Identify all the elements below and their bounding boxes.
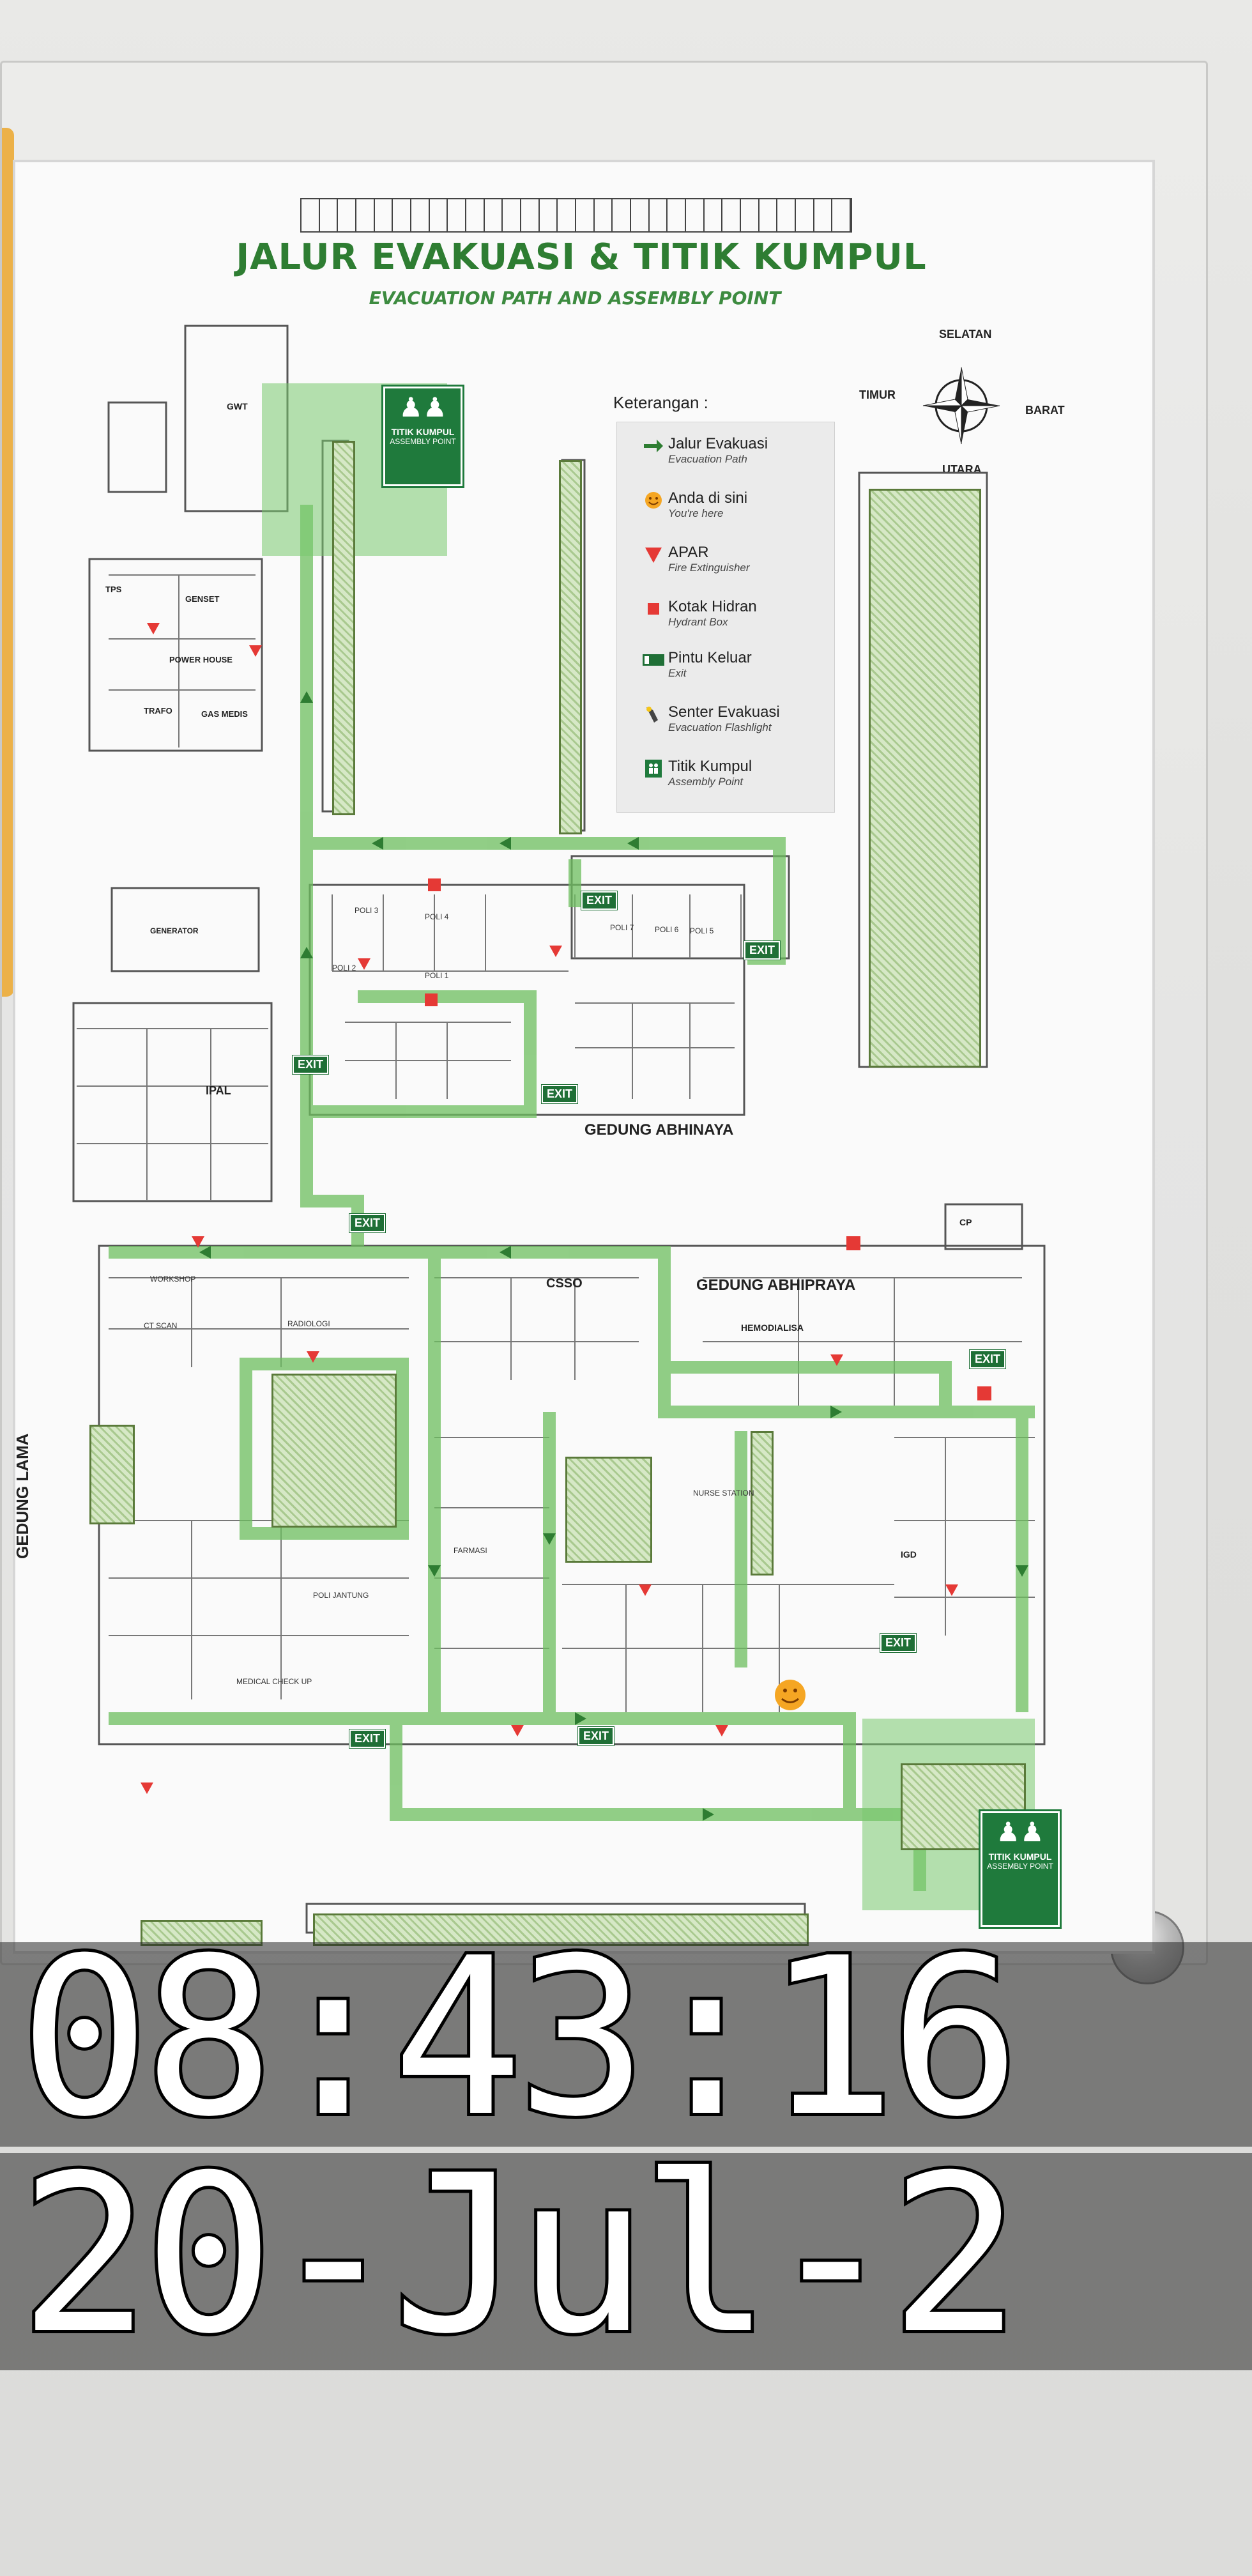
legend-item-apar: APAR Fire Extinguisher [645, 544, 853, 574]
exit-sign: EXIT [879, 1633, 917, 1653]
compass-rose-icon [922, 367, 1000, 445]
label-trafo: TRAFO [144, 706, 172, 716]
legend-item-you-are-here: Anda di sini You're here [645, 489, 853, 520]
red-triangle-icon [645, 548, 662, 563]
exit-sign: EXIT [291, 1055, 330, 1075]
label-genset: GENSET [185, 594, 220, 604]
legend-panel: Jalur Evakuasi Evacuation Path Anda di s… [616, 422, 835, 813]
timestamp-date: 20-Jul-2 [16, 2129, 1024, 2382]
assembly-people-icon: ♟♟ [399, 392, 447, 422]
assembly-point-icon [645, 760, 662, 778]
smiley-icon [645, 492, 662, 509]
room-label: POLI 3 [355, 906, 379, 915]
label-tps: TPS [105, 585, 122, 594]
room-label: POLI 2 [332, 963, 356, 972]
legend-item-flashlight: Senter Evakuasi Evacuation Flashlight [646, 703, 853, 734]
you-are-here-marker [775, 1680, 805, 1710]
room-label: POLI JANTUNG [313, 1591, 369, 1600]
timestamp-band-date [0, 2153, 1252, 2370]
label-power-house: POWER HOUSE [169, 655, 233, 664]
timestamp-band-time [0, 1942, 1252, 2147]
poster-title: JALUR EVAKUASI & TITIK KUMPUL [236, 236, 927, 278]
timestamp-time: 08:43:16 [16, 1912, 1024, 2165]
room-label: POLI 1 [425, 971, 449, 980]
room-label: CT SCAN [144, 1321, 178, 1330]
exit-sign-icon [643, 654, 664, 666]
courtyard-4 [89, 1425, 135, 1524]
label-cp: CP [959, 1217, 972, 1227]
garden-strip-3 [869, 489, 981, 1068]
exit-sign: EXIT [348, 1729, 386, 1749]
compass-east-label: TIMUR [859, 388, 896, 401]
label-gas-medis: GAS MEDIS [201, 709, 248, 719]
room-label: POLI 4 [425, 912, 449, 921]
room-label: POLI 5 [690, 926, 714, 935]
assembly-point-sign-south: ♟♟ TITIK KUMPUL ASSEMBLY POINT [979, 1809, 1062, 1929]
assembly-people-icon: ♟♟ [996, 1817, 1044, 1847]
label-igd: IGD [901, 1549, 917, 1560]
legend-item-hydrant: Kotak Hidran Hydrant Box [648, 598, 853, 629]
room-label: POLI 6 [655, 925, 679, 934]
exit-sign: EXIT [577, 1726, 615, 1746]
courtyard-3 [751, 1431, 774, 1575]
exit-sign: EXIT [743, 940, 781, 960]
courtyard-1 [271, 1374, 397, 1528]
room-label: POLI 7 [610, 923, 634, 932]
compass-south-label: SELATAN [939, 328, 992, 341]
assembly-point-sign-north: ♟♟ TITIK KUMPUL ASSEMBLY POINT [381, 385, 464, 488]
exit-sign: EXIT [968, 1349, 1007, 1369]
orange-object-edge [0, 128, 14, 997]
room-label: WORKSHOP [150, 1275, 196, 1284]
label-gedung-lama: GEDUNG LAMA [13, 1433, 32, 1559]
room-label: NURSE STATION [693, 1489, 754, 1498]
label-gedung-abhipraya: GEDUNG ABHIPRAYA [696, 1276, 856, 1294]
room-label: RADIOLOGI [287, 1319, 330, 1328]
label-generator: GENERATOR [150, 926, 199, 935]
exit-sign: EXIT [540, 1084, 579, 1104]
label-gedung-abhinaya: GEDUNG ABHINAYA [584, 1121, 734, 1138]
garden-strip-1 [332, 441, 355, 815]
compass-west-label: BARAT [1025, 404, 1065, 417]
label-csso: CSSO [546, 1276, 583, 1291]
legend-item-path: Jalur Evakuasi Evacuation Path [644, 435, 853, 466]
poster-subtitle: EVACUATION PATH AND ASSEMBLY POINT [369, 288, 781, 309]
title-box-row [300, 198, 852, 233]
courtyard-2 [565, 1457, 652, 1563]
legend-heading: Keterangan : [613, 393, 708, 412]
exit-sign: EXIT [580, 891, 618, 910]
garden-strip-2 [559, 460, 582, 834]
label-hemodialisa: HEMODIALISA [741, 1322, 804, 1333]
exit-sign: EXIT [348, 1213, 386, 1233]
green-arrow-icon [644, 440, 663, 452]
red-square-icon [648, 603, 659, 615]
label-gwt: GWT [227, 401, 248, 411]
label-ipal: IPAL [206, 1084, 231, 1097]
legend-item-assembly: Titik Kumpul Assembly Point [645, 758, 853, 788]
legend-item-exit: Pintu Keluar Exit [643, 649, 853, 680]
flashlight-icon [646, 707, 658, 723]
room-label: MEDICAL CHECK UP [236, 1677, 312, 1686]
room-label: FARMASI [454, 1546, 487, 1555]
